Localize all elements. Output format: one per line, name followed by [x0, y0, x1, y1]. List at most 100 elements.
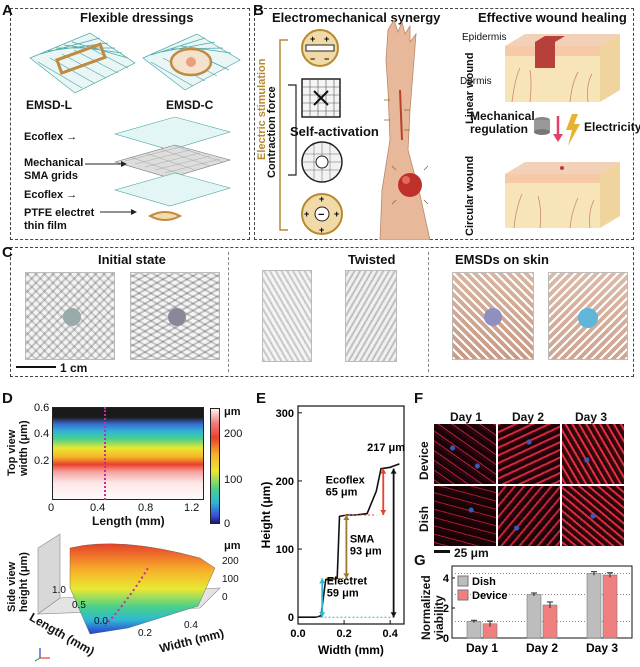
- scale-bar-c-label: 1 cm: [60, 361, 88, 375]
- plot-frame: [297, 405, 405, 625]
- electricity-label: Electricity: [584, 120, 640, 134]
- row-label-device: Device: [417, 441, 431, 480]
- top-view-marker-line: [104, 407, 106, 500]
- dermis-label: Dermis: [460, 76, 492, 87]
- layer-arrows: [85, 161, 137, 215]
- emsd-c-label: EMSD-C: [166, 98, 214, 112]
- x-tick-label: 0.4: [383, 628, 399, 640]
- emsd-c-illustration: [142, 33, 241, 91]
- axis-triad-icon: [34, 648, 50, 662]
- day-label-1: Day 1: [450, 410, 483, 424]
- top-xlabel: Length (mm): [92, 514, 165, 528]
- bar-device: [602, 574, 618, 639]
- self-activation-label: Self-activation: [290, 124, 379, 139]
- svg-text:+: +: [319, 225, 324, 235]
- mechanical-regulation-label: Mechanical regulation: [470, 109, 535, 136]
- top-view-ylabel: Top view width (μm): [6, 420, 30, 476]
- panel-a-title: Flexible dressings: [80, 10, 194, 25]
- panel-d-letter: D: [2, 390, 13, 407]
- x-category-label: Day 3: [586, 641, 618, 655]
- micrograph-device-day3: [562, 424, 624, 484]
- row-label-dish: Dish: [417, 505, 431, 532]
- scale-bar-f-label: 25 μm: [454, 546, 489, 560]
- photo-initial-circular-center: [168, 308, 186, 326]
- svg-text:+: +: [334, 209, 339, 219]
- electret-icon-top: + + − −: [301, 29, 339, 67]
- emsd-l-illustration: [29, 32, 136, 94]
- y-tick-label: 0: [288, 612, 294, 624]
- top-view-heatmap: [52, 407, 204, 500]
- side-ytick-0: 1.0: [52, 585, 66, 596]
- side-ztick-2: 0: [222, 592, 228, 603]
- panel-c-letter: C: [2, 244, 13, 261]
- divider-c1: [228, 252, 229, 372]
- panel-b-letter: B: [253, 2, 264, 19]
- top-xtick-2: 0.8: [138, 502, 154, 514]
- svg-text:+: +: [304, 209, 309, 219]
- ecoflex-arrow-head-top: [380, 468, 387, 474]
- scale-bar-f: [434, 550, 450, 553]
- total-annotation: 217 μm: [367, 442, 405, 454]
- side-ytick-1: 0.5: [72, 600, 86, 611]
- photo-initial-linear-center: [63, 308, 81, 326]
- svg-text:−: −: [310, 54, 315, 64]
- bar-dish: [466, 621, 482, 639]
- side-ztick-0: 200: [222, 556, 239, 567]
- bar-dish: [526, 594, 542, 639]
- legend-label: Device: [472, 590, 507, 602]
- side-ztick-1: 100: [222, 574, 239, 585]
- colorbar: [210, 408, 220, 524]
- svg-text:−: −: [324, 54, 329, 64]
- micrograph-dish-day3: [562, 486, 624, 546]
- photo-twisted-1: [262, 270, 312, 362]
- skin-circular-wound-illustration: [505, 162, 620, 229]
- colorbar-tick-1: 100: [224, 474, 243, 486]
- emsds-on-skin-label: EMSDs on skin: [455, 252, 549, 267]
- photo-skin-linear-center: [484, 308, 502, 326]
- regulation-icons: [534, 114, 580, 146]
- layer-ecoflex-top: Ecoflex →: [24, 131, 78, 143]
- panel-c-frame: [10, 247, 634, 377]
- legend-label: Dish: [472, 576, 496, 588]
- micrograph-device-day1: [434, 424, 496, 484]
- micrograph-dish-day1: [434, 486, 496, 546]
- side-unit: μm: [224, 540, 241, 552]
- svg-text:+: +: [324, 34, 329, 44]
- panel-b-title-left: Electromechanical synergy: [272, 10, 441, 25]
- side-xtick-0: 0.2: [138, 628, 152, 639]
- layer-sma-grids: Mechanical SMA grids: [24, 157, 84, 182]
- sma-grid-square-icon: [301, 78, 341, 118]
- x-category-label: Day 1: [466, 641, 498, 655]
- day-label-2: Day 2: [512, 410, 545, 424]
- emsd-l-label: EMSD-L: [26, 98, 72, 112]
- y-tick-label: 100: [276, 544, 294, 556]
- divider-c2: [428, 252, 429, 372]
- sma-arrow-head-top: [343, 515, 350, 520]
- svg-text:−: −: [318, 209, 324, 221]
- x-axis-label: Width (mm): [318, 643, 384, 657]
- micrograph-dish-day2: [498, 486, 560, 546]
- y-tick-label: 300: [276, 408, 294, 420]
- sma-grid-circle-icon: [301, 141, 343, 183]
- initial-state-label: Initial state: [98, 252, 166, 267]
- micrograph-device-day2: [498, 424, 560, 484]
- top-ytick-1: 0.4: [34, 428, 50, 440]
- photo-skin-circular-center: [578, 308, 598, 328]
- scale-bar-c: [16, 366, 56, 368]
- panel-a-frame: [10, 8, 250, 240]
- twisted-label: Twisted: [348, 252, 396, 267]
- top-xtick-3: 1.2: [184, 502, 200, 514]
- legend-swatch: [457, 589, 469, 601]
- top-xtick-0: 0: [48, 502, 55, 514]
- side-xtick-1: 0.4: [184, 620, 198, 631]
- svg-text:+: +: [310, 34, 315, 44]
- colorbar-unit: μm: [224, 406, 241, 418]
- y-tick-label: 2: [443, 603, 449, 615]
- top-xtick-1: 0.4: [90, 502, 106, 514]
- photo-skin-linear: [452, 272, 534, 360]
- day-label-3: Day 3: [575, 410, 608, 424]
